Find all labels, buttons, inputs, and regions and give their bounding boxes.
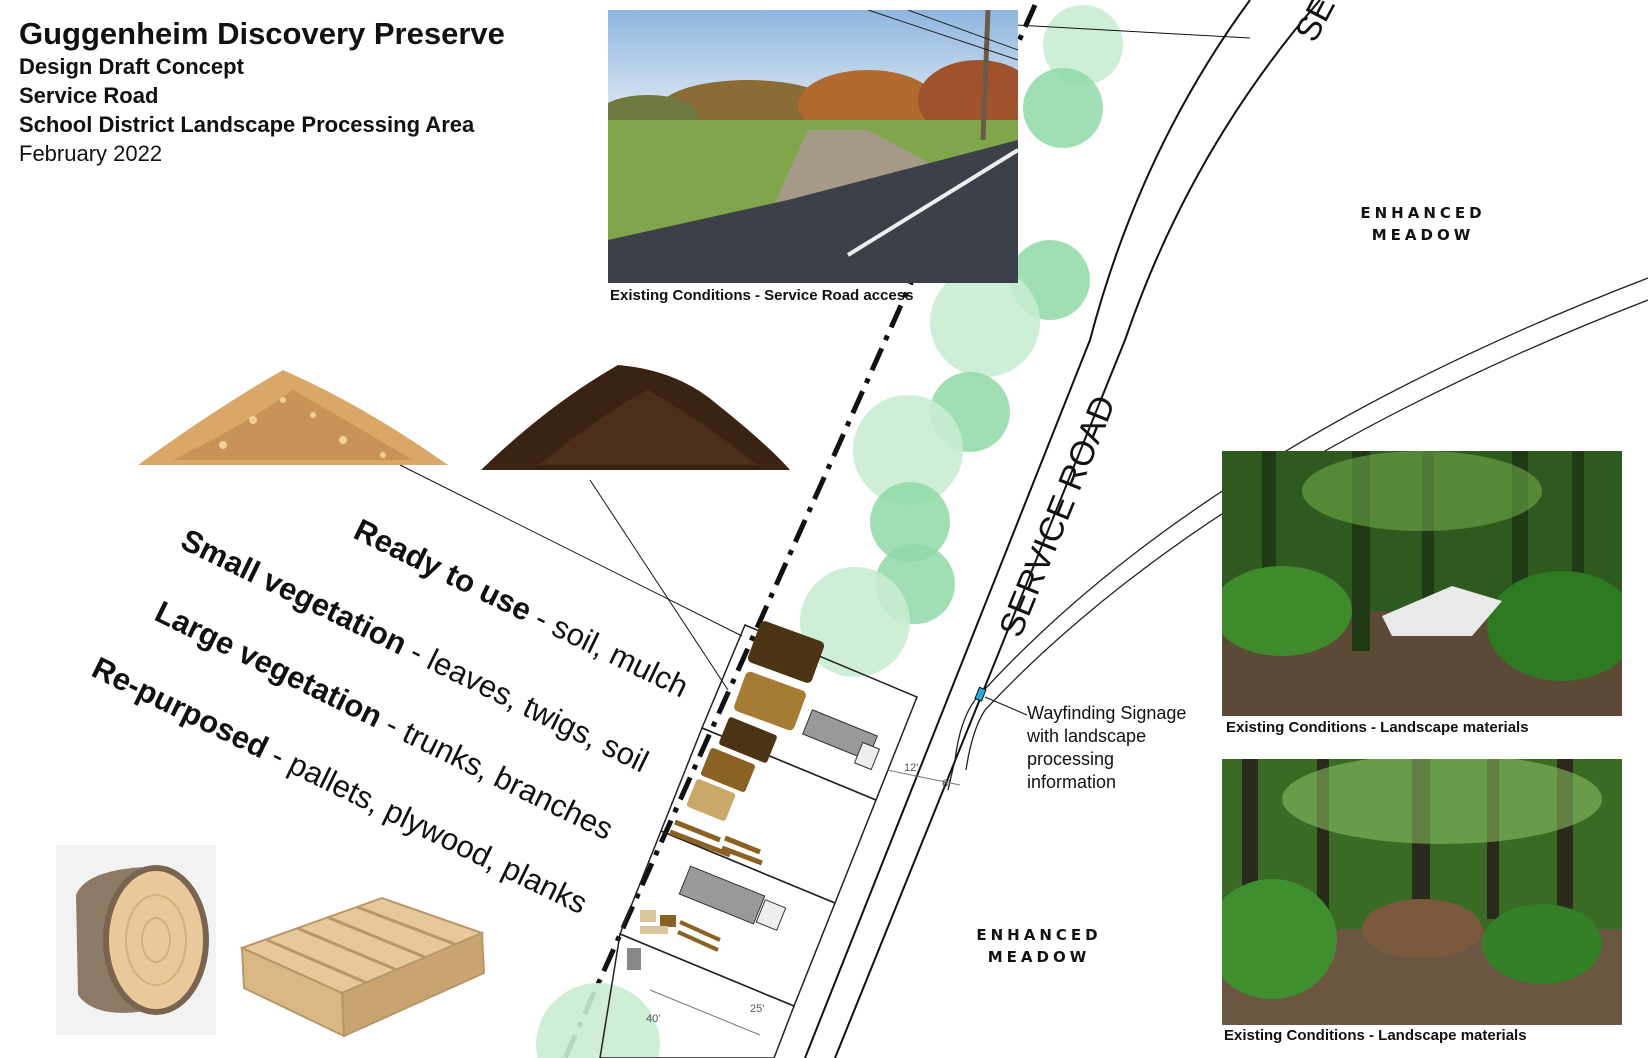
pile-gold-2: [701, 748, 755, 792]
wood-pallet-image: [239, 896, 486, 1038]
tree-canopy: [536, 983, 660, 1058]
material-piles: [627, 621, 825, 970]
caption-top-photo: Existing Conditions - Service Road acces…: [610, 287, 914, 304]
bin-repurposed: [599, 932, 795, 1058]
pile-dark-2: [719, 717, 777, 763]
subtitle-service-road: Service Road: [19, 83, 159, 108]
tree-canopy: [870, 482, 950, 562]
subtitle-concept: Design Draft Concept: [19, 54, 244, 79]
tree-canopy: [930, 267, 1040, 377]
dimension-12ft: 12': [904, 762, 919, 774]
tree-canopy: [853, 395, 963, 505]
branches: [669, 819, 763, 866]
truck-2: [678, 865, 766, 925]
caption-right-photo-1: Existing Conditions - Landscape material…: [1226, 719, 1529, 736]
pile-mulch-gold: [734, 671, 806, 731]
wood-chips-image: [138, 370, 448, 465]
truck-1-cab: [853, 741, 881, 771]
pile-soil-dark: [747, 621, 825, 683]
caption-right-photo-2: Existing Conditions - Landscape material…: [1224, 1027, 1527, 1044]
tree-canopy: [800, 567, 910, 677]
tree-log-image: [56, 845, 216, 1035]
spur-line-1: [947, 699, 976, 791]
dimension-40ft: 40': [646, 1013, 661, 1025]
processing-area: [599, 624, 918, 1058]
tree-canopy: [1043, 5, 1123, 85]
wayfinding-signage-note: Wayfinding Signage with landscape proces…: [1027, 703, 1187, 792]
trucks: [678, 709, 881, 931]
leader-lines: [399, 24, 1251, 716]
truck-2-cab: [755, 899, 787, 931]
pallets-planks: [627, 910, 721, 970]
photo-landscape-materials-1: [1222, 451, 1622, 716]
road-edge-west: [804, 0, 1251, 1058]
tree-canopy-group: [536, 5, 1123, 1058]
pile-tan: [686, 779, 736, 821]
subtitle-processing-area: School District Landscape Processing Are…: [19, 112, 475, 137]
wayfinding-sign-marker: [974, 686, 987, 702]
dimension-25ft: 25': [750, 1003, 765, 1015]
tree-canopy: [1023, 68, 1103, 148]
dimension-lines: [649, 769, 961, 1036]
service-road-edges: [804, 0, 1321, 1058]
dimension-6ft: 6': [942, 778, 951, 790]
photo-landscape-materials-2: [1222, 759, 1622, 1025]
project-title: Guggenheim Discovery Preserve: [19, 16, 505, 51]
soil-pile-image: [481, 365, 790, 470]
photo-service-road-access: [608, 10, 1018, 283]
title-block: Guggenheim Discovery Preserve Design Dra…: [19, 16, 505, 168]
spur-line-2: [965, 709, 986, 771]
road-edge-east: [834, 0, 1321, 1058]
date: February 2022: [19, 141, 163, 166]
